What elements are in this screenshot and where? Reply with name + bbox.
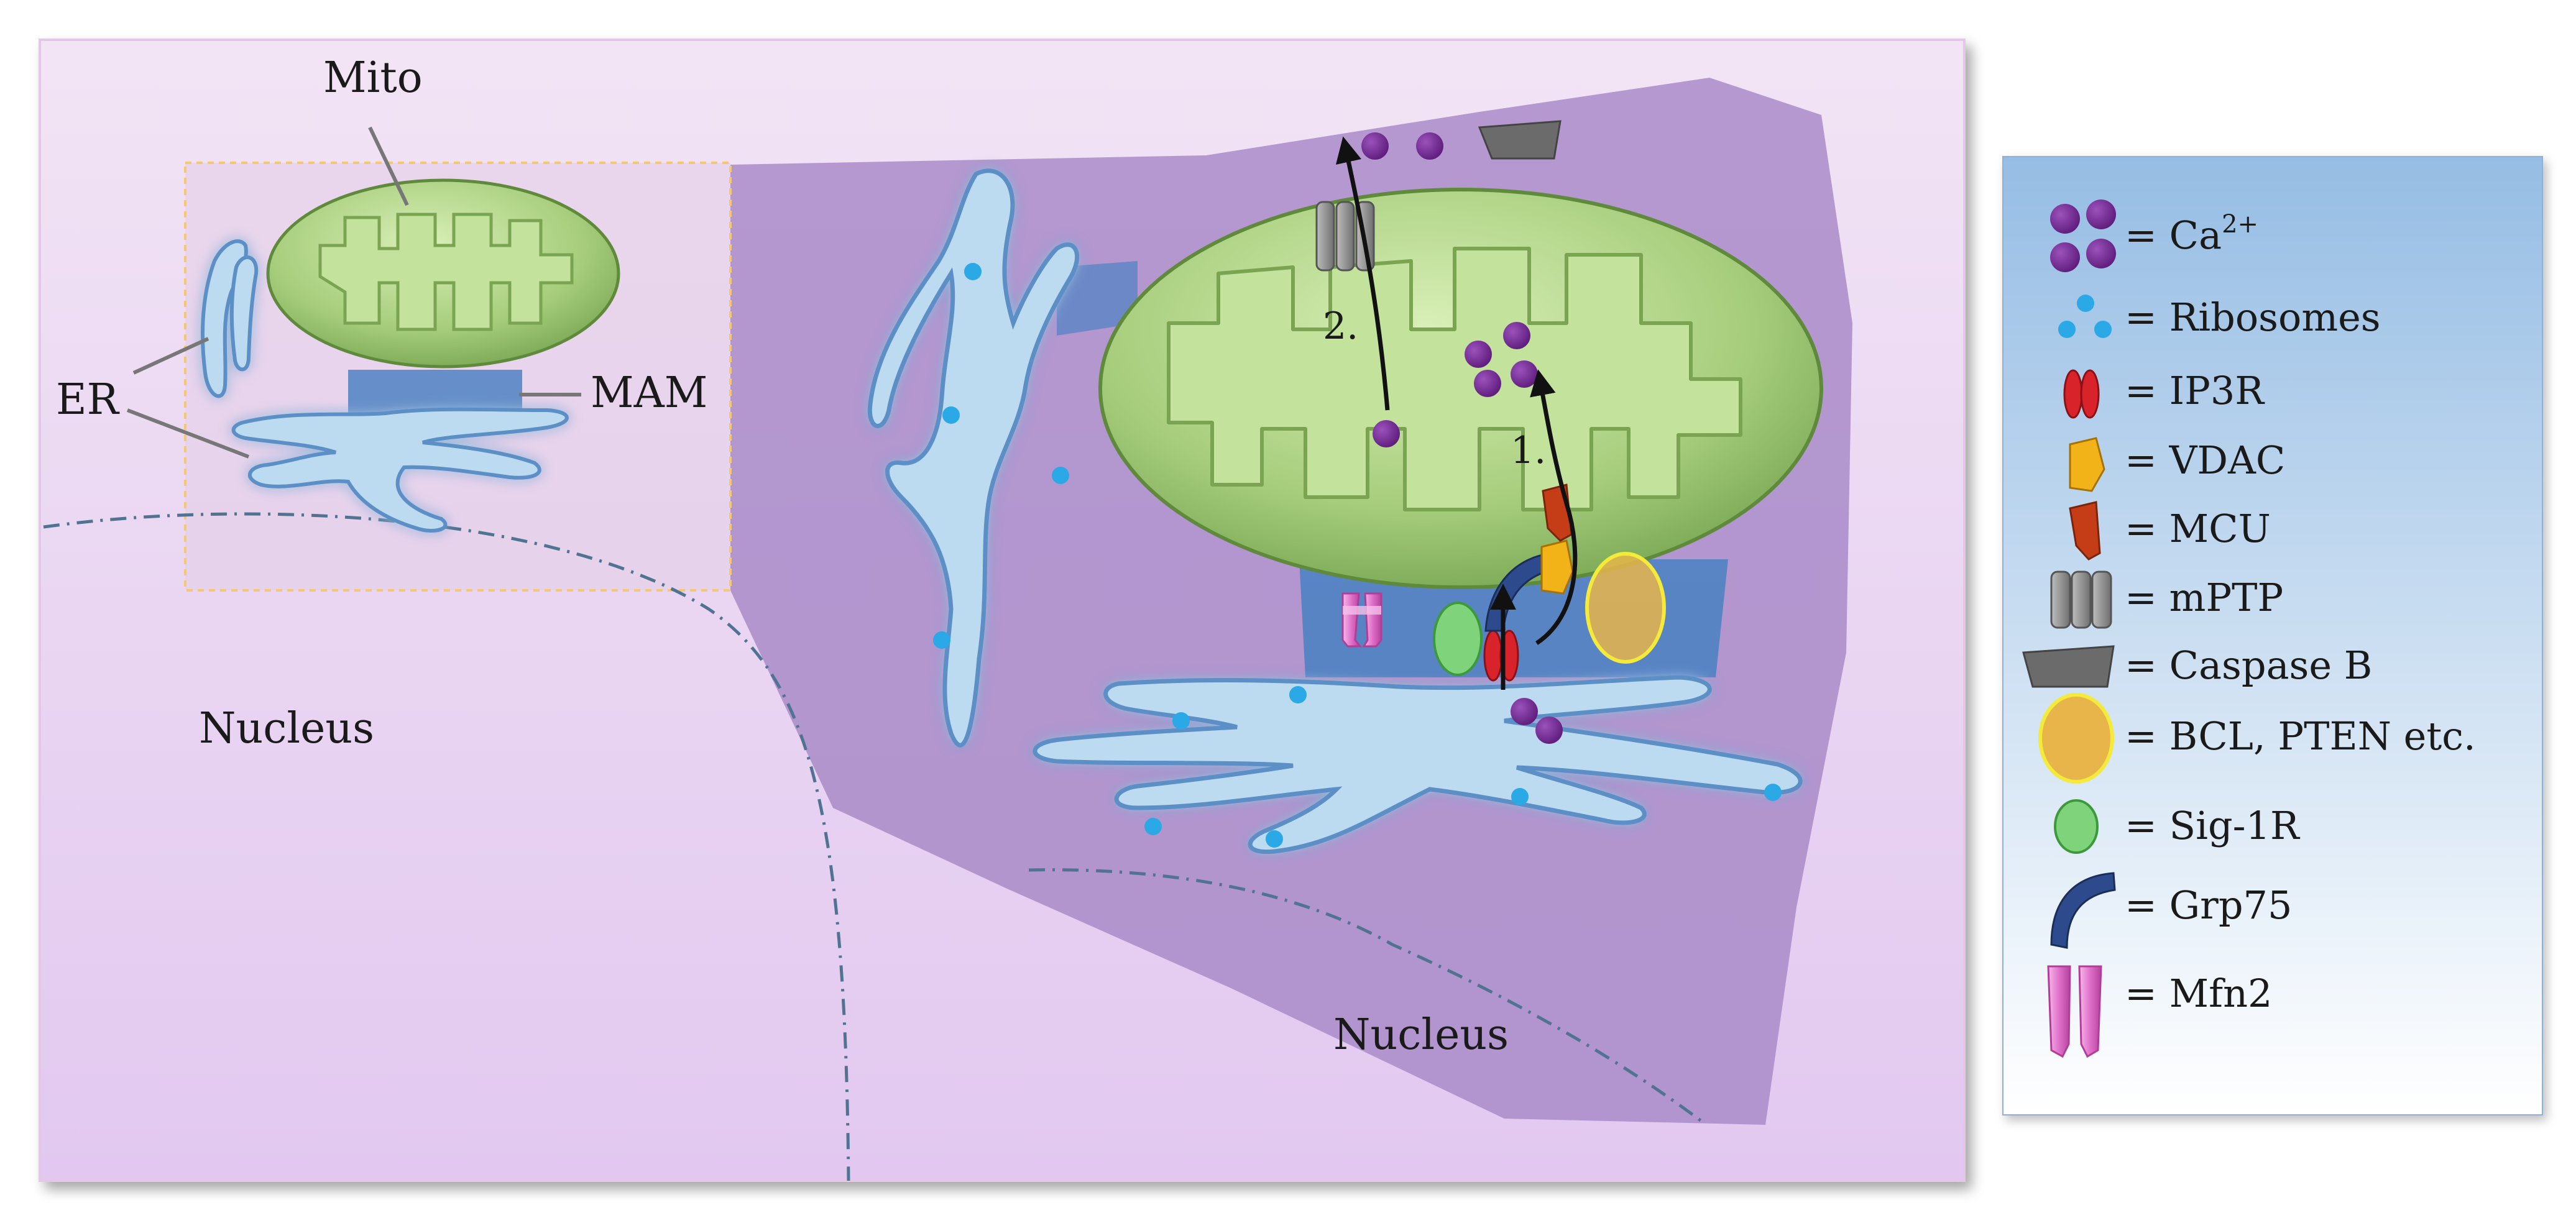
- legend-bcl-label: = BCL, PTEN etc.: [2125, 713, 2476, 759]
- calcium-ion: [1474, 370, 1501, 397]
- calcium-ion: [1373, 420, 1400, 447]
- legend-ca-icon: [2050, 199, 2116, 272]
- arrow-step-1-curve: [1530, 369, 1578, 645]
- calcium-ion: [1511, 698, 1538, 725]
- legend-bcl-icon: [2038, 693, 2114, 784]
- inset-mam-band: [348, 370, 522, 413]
- legend-ribosome-icon: [2058, 295, 2112, 338]
- legend-grp75-label: = Grp75: [2125, 882, 2292, 928]
- ribosome: [1289, 686, 1307, 703]
- step-2-label: 2.: [1323, 305, 1358, 348]
- legend-mfn2-label: = Mfn2: [2125, 971, 2272, 1016]
- calcium-ion: [1465, 341, 1492, 368]
- calcium-ion: [1535, 717, 1563, 744]
- legend-vdac-label: = VDAC: [2125, 437, 2285, 483]
- arrow-step-2: [1335, 136, 1390, 411]
- ribosomes-group: [933, 263, 1782, 848]
- nucleus-boundary-right: [1028, 868, 1708, 1126]
- legend-ribosomes-label: = Ribosomes: [2125, 295, 2381, 340]
- ribosome: [1764, 784, 1782, 801]
- nucleus-label-right: Nucleus: [1333, 1010, 1509, 1060]
- legend-ip3r-label: = IP3R: [2125, 368, 2265, 413]
- bcl-protein: [1585, 552, 1666, 664]
- legend-vdac-icon: [2069, 437, 2105, 492]
- calcium-ion: [1503, 322, 1530, 349]
- mam-label: MAM: [591, 369, 707, 418]
- ribosome: [1511, 788, 1529, 805]
- legend-grp75-icon: [2050, 872, 2116, 949]
- er-label: ER: [56, 375, 120, 424]
- legend-sig1r-icon: [2054, 799, 2099, 854]
- calcium-ion: [1361, 132, 1389, 160]
- legend-caspase-label: = Caspase B: [2125, 643, 2372, 688]
- caspase-protein: [1478, 120, 1562, 160]
- ribosome: [1052, 467, 1069, 484]
- legend-mcu-icon: [2069, 501, 2101, 561]
- legend-mptp-label: = mPTP: [2125, 575, 2283, 620]
- mito-label: Mito: [323, 53, 423, 103]
- ribosome: [933, 631, 950, 649]
- nucleus-boundary-left: [43, 512, 850, 1181]
- legend-ip3r-icon: [2063, 369, 2100, 419]
- ribosome: [1266, 830, 1283, 848]
- er-horizontal: [1033, 675, 1803, 854]
- legend-mcu-label: = MCU: [2125, 506, 2271, 551]
- legend-ca-label: = Ca2+: [2125, 210, 2258, 258]
- ribosome: [942, 406, 960, 424]
- legend-caspase-icon: [2022, 645, 2115, 688]
- legend-sig1r-label: = Sig-1R: [2125, 803, 2301, 848]
- label-leader-lines: [126, 126, 581, 459]
- nucleus-label-left: Nucleus: [199, 704, 374, 753]
- vdac-channel: [1540, 539, 1574, 595]
- mfn2-tether: [1341, 592, 1382, 648]
- ribosome: [1144, 818, 1162, 835]
- legend-panel: [2002, 156, 2543, 1115]
- calcium-ions: [1361, 132, 1563, 744]
- calcium-ion: [1511, 360, 1538, 388]
- step-1-label: 1.: [1511, 429, 1546, 472]
- calcium-ion: [1416, 132, 1443, 160]
- zoomed-mam-band-left: [1057, 261, 1138, 336]
- er-vertical: [867, 168, 1080, 748]
- ribosome: [1172, 712, 1190, 730]
- zoomed-mitochondrion: [1098, 188, 1823, 589]
- inset-mitochondrion: [266, 178, 620, 369]
- legend-mptp-icon: [2050, 570, 2112, 629]
- ribosome: [964, 263, 982, 280]
- sig1r-protein: [1433, 602, 1483, 676]
- legend-mfn2-icon: [2047, 965, 2102, 1058]
- inset-er: [200, 239, 569, 533]
